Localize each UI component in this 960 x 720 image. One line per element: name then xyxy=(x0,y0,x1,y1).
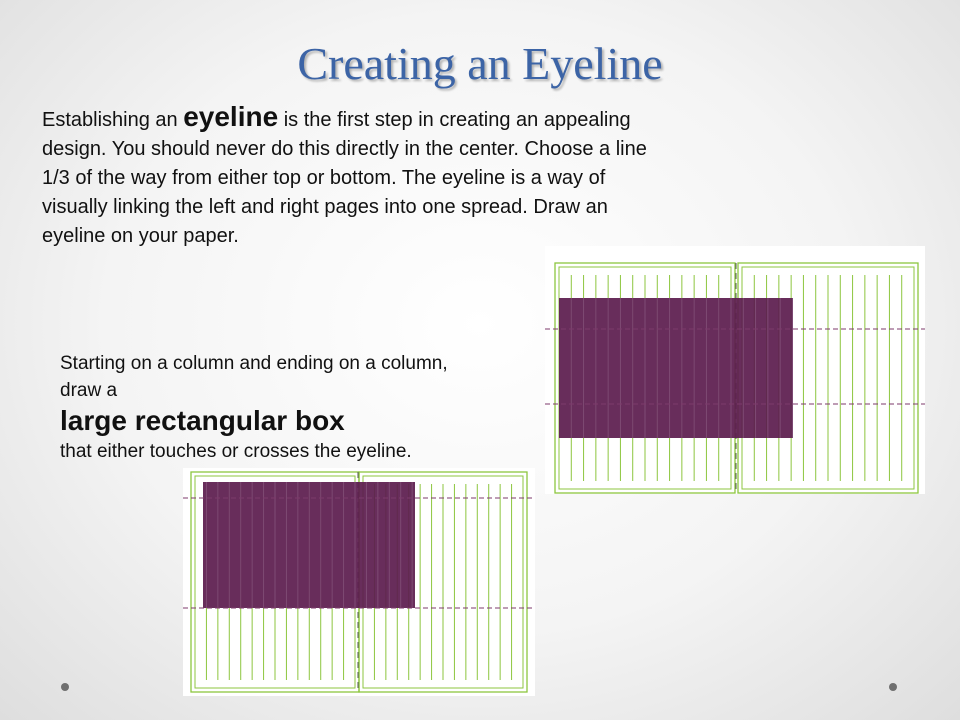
spread-layout-svg xyxy=(183,471,535,693)
paragraph-text-end: is the first step in creating an appeali… xyxy=(42,109,647,247)
bullet-dot-icon xyxy=(889,683,897,691)
paragraph-text-start: Starting on a column and ending on a col… xyxy=(60,353,448,401)
spread-layout-svg xyxy=(545,262,925,494)
paragraph-text-start: Establishing an xyxy=(42,109,184,131)
rectangular-box xyxy=(559,298,793,438)
rectangular-box-term: large rectangular box xyxy=(60,405,345,436)
spread-diagram-box-top xyxy=(183,468,535,696)
bullet-dot-icon xyxy=(61,683,69,691)
paragraph-text-end: that either touches or crosses the eyeli… xyxy=(60,441,412,462)
spread-diagram-box-centered xyxy=(545,246,925,494)
eyeline-paragraph: Establishing an eyeline is the first ste… xyxy=(42,102,662,251)
eyeline-term: eyeline xyxy=(183,101,279,132)
box-paragraph: Starting on a column and ending on a col… xyxy=(60,350,470,465)
slide-title: Creating an Eyeline xyxy=(297,38,663,89)
